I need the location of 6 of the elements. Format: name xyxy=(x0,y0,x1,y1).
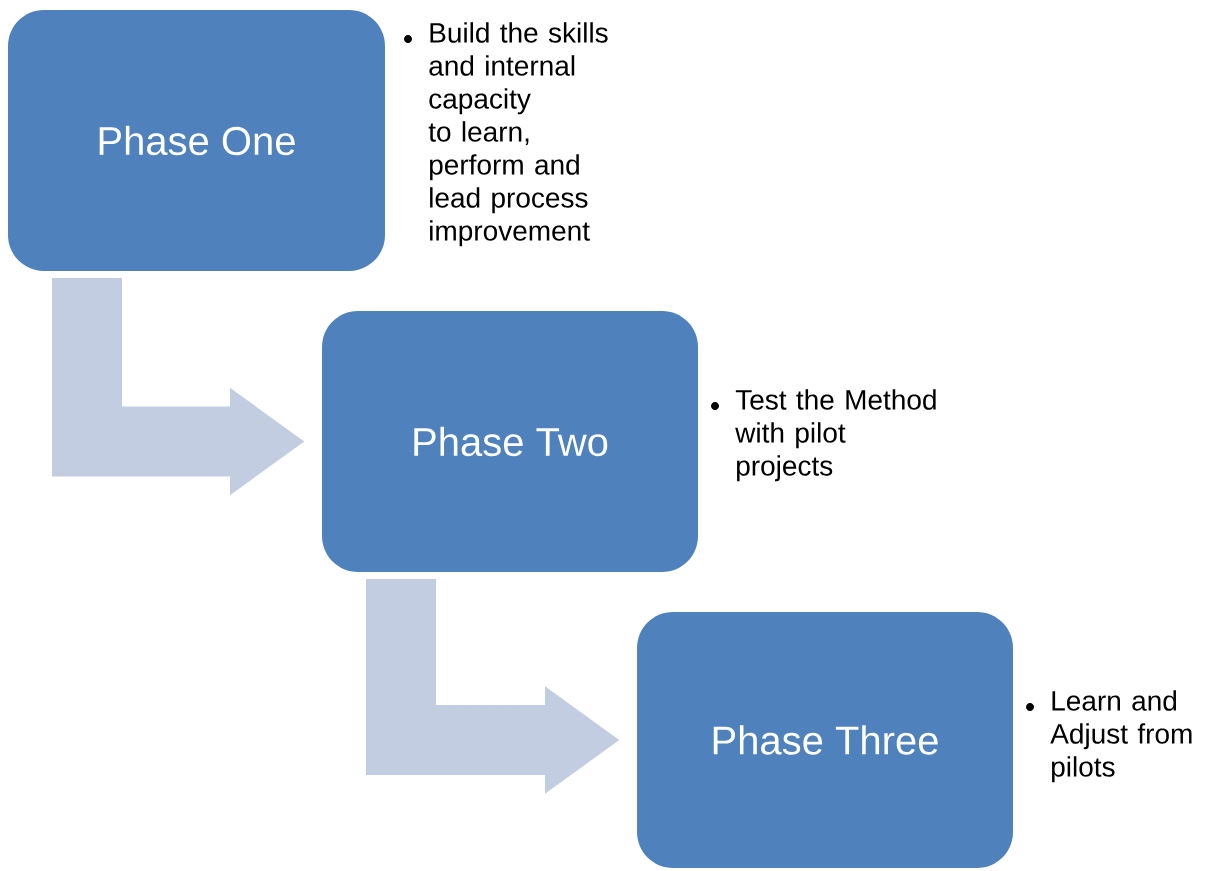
bullet-text: Learn and Adjust from pilots xyxy=(1050,690,1192,783)
phase-box: Phase Three xyxy=(637,612,1013,868)
bullet-text: Build the skills and internal capacity to learn, perform and lead process improvement xyxy=(428,22,608,247)
phase-box: Phase Two xyxy=(322,311,698,572)
bullet-text: Test the Method with pilot projects xyxy=(735,389,936,482)
phase-box: Phase One xyxy=(8,10,385,271)
